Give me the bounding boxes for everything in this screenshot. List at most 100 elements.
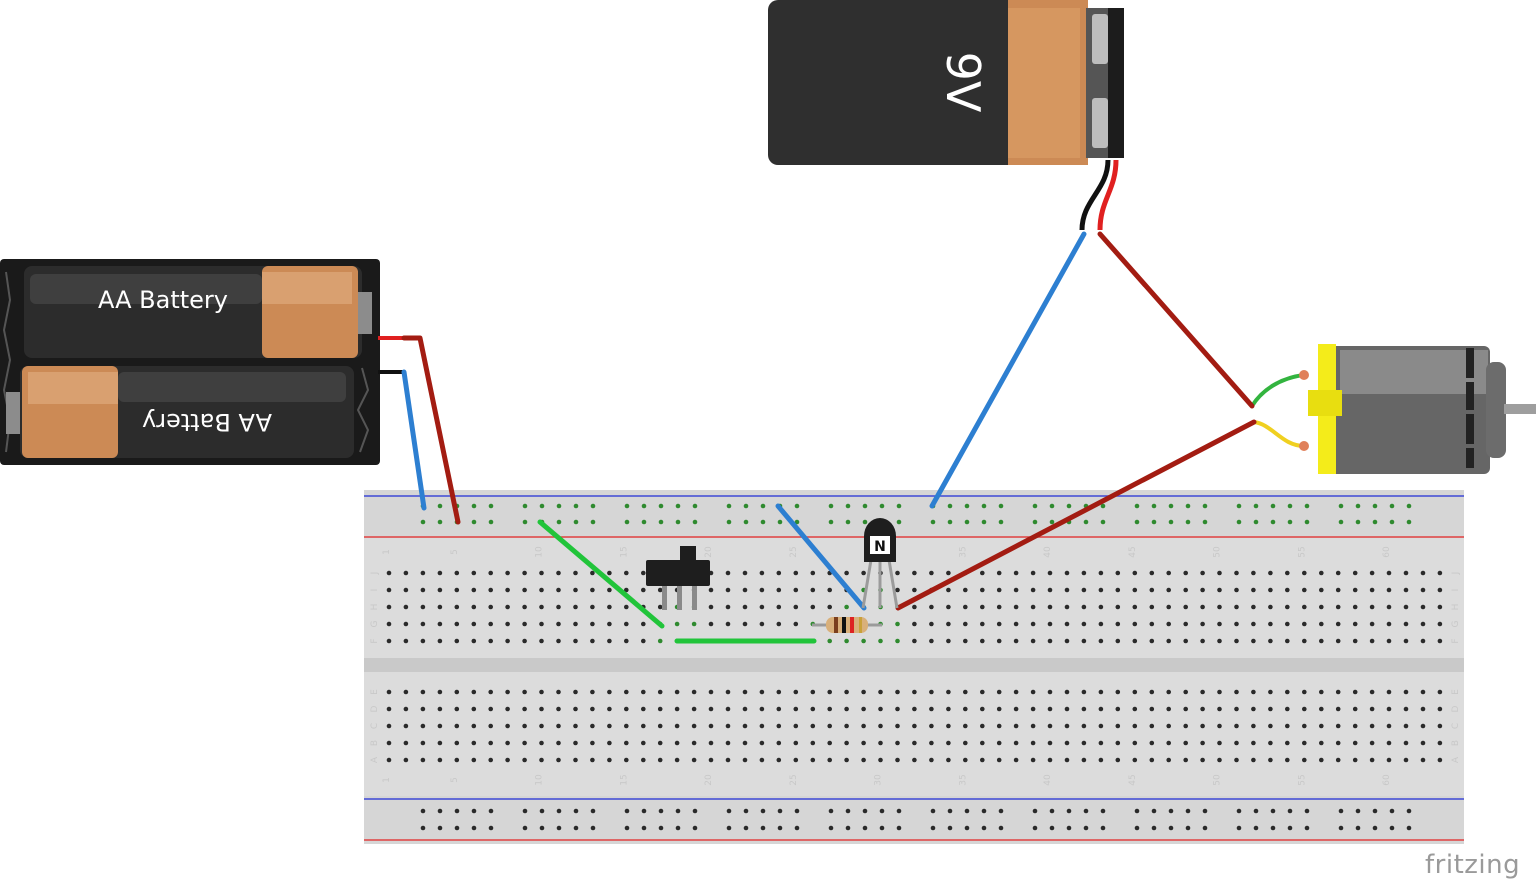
breadboard-hole[interactable] bbox=[1437, 706, 1443, 712]
breadboard-hole[interactable] bbox=[505, 740, 510, 746]
breadboard-hole[interactable] bbox=[759, 570, 765, 576]
breadboard-hole[interactable] bbox=[810, 723, 816, 729]
breadboard-hole[interactable] bbox=[1352, 706, 1358, 712]
breadboard-hole[interactable] bbox=[963, 587, 968, 593]
breadboard-hole[interactable] bbox=[437, 503, 443, 509]
breadboard-hole[interactable] bbox=[1132, 689, 1138, 695]
breadboard-hole[interactable] bbox=[539, 604, 544, 610]
breadboard-hole[interactable] bbox=[539, 587, 544, 593]
breadboard-hole[interactable] bbox=[505, 757, 510, 763]
breadboard-hole[interactable] bbox=[844, 706, 849, 712]
breadboard-hole[interactable] bbox=[1013, 587, 1019, 593]
slide-switch[interactable] bbox=[646, 546, 710, 610]
breadboard-hole[interactable] bbox=[1168, 503, 1174, 509]
breadboard-hole[interactable] bbox=[845, 503, 851, 509]
breadboard-hole[interactable] bbox=[1081, 570, 1087, 576]
breadboard-hole[interactable] bbox=[437, 638, 443, 644]
breadboard-hole[interactable] bbox=[573, 638, 578, 644]
breadboard-hole[interactable] bbox=[1302, 723, 1307, 729]
breadboard-hole[interactable] bbox=[726, 825, 732, 831]
breadboard-hole[interactable] bbox=[742, 706, 748, 712]
breadboard-hole[interactable] bbox=[1335, 689, 1341, 695]
breadboard-hole[interactable] bbox=[1319, 621, 1324, 627]
breadboard-hole[interactable] bbox=[1217, 587, 1222, 593]
breadboard-hole[interactable] bbox=[1268, 570, 1273, 576]
breadboard-hole[interactable] bbox=[1268, 621, 1273, 627]
breadboard-hole[interactable] bbox=[1183, 689, 1188, 695]
breadboard-hole[interactable] bbox=[1013, 621, 1019, 627]
breadboard-hole[interactable] bbox=[879, 503, 885, 509]
breadboard-hole[interactable] bbox=[1437, 723, 1443, 729]
breadboard-hole[interactable] bbox=[929, 706, 934, 712]
breadboard-hole[interactable] bbox=[912, 570, 917, 576]
breadboard-hole[interactable] bbox=[743, 808, 749, 814]
breadboard-hole[interactable] bbox=[861, 570, 866, 576]
breadboard-hole[interactable] bbox=[692, 825, 698, 831]
breadboard-hole[interactable] bbox=[1013, 570, 1019, 576]
breadboard-hole[interactable] bbox=[437, 825, 443, 831]
breadboard-hole[interactable] bbox=[674, 621, 680, 627]
breadboard-hole[interactable] bbox=[1285, 757, 1290, 763]
breadboard-hole[interactable] bbox=[607, 740, 612, 746]
breadboard-hole[interactable] bbox=[590, 706, 595, 712]
breadboard-hole[interactable] bbox=[1047, 570, 1053, 576]
breadboard-hole[interactable] bbox=[929, 638, 934, 644]
breadboard-hole[interactable] bbox=[556, 740, 561, 746]
breadboard-hole[interactable] bbox=[930, 519, 936, 525]
breadboard-hole[interactable] bbox=[454, 757, 460, 763]
breadboard-hole[interactable] bbox=[1372, 519, 1378, 525]
breadboard-hole[interactable] bbox=[471, 503, 477, 509]
breadboard-hole[interactable] bbox=[1369, 587, 1375, 593]
breadboard-hole[interactable] bbox=[1420, 638, 1426, 644]
breadboard-hole[interactable] bbox=[1185, 503, 1191, 509]
breadboard-hole[interactable] bbox=[759, 757, 765, 763]
breadboard-hole[interactable] bbox=[624, 689, 629, 695]
breadboard-hole[interactable] bbox=[1166, 587, 1171, 593]
breadboard-hole[interactable] bbox=[454, 570, 460, 576]
breadboard-hole[interactable] bbox=[1302, 706, 1307, 712]
breadboard-hole[interactable] bbox=[1115, 621, 1121, 627]
breadboard-hole[interactable] bbox=[1217, 706, 1222, 712]
breadboard-hole[interactable] bbox=[743, 519, 749, 525]
breadboard-hole[interactable] bbox=[1386, 638, 1392, 644]
breadboard-hole[interactable] bbox=[1253, 503, 1259, 509]
breadboard-hole[interactable] bbox=[505, 723, 510, 729]
breadboard-hole[interactable] bbox=[1268, 689, 1273, 695]
breadboard-hole[interactable] bbox=[556, 757, 561, 763]
breadboard-hole[interactable] bbox=[1166, 723, 1171, 729]
breadboard-hole[interactable] bbox=[1355, 808, 1361, 814]
breadboard-hole[interactable] bbox=[1217, 604, 1222, 610]
breadboard-hole[interactable] bbox=[1200, 689, 1205, 695]
breadboard-hole[interactable] bbox=[1013, 706, 1019, 712]
breadboard-hole[interactable] bbox=[675, 825, 681, 831]
breadboard-hole[interactable] bbox=[471, 723, 477, 729]
breadboard-hole[interactable] bbox=[1049, 825, 1055, 831]
breadboard-hole[interactable] bbox=[1352, 757, 1358, 763]
breadboard-hole[interactable] bbox=[573, 689, 578, 695]
breadboard-hole[interactable] bbox=[963, 621, 968, 627]
breadboard-hole[interactable] bbox=[1335, 740, 1341, 746]
aa-battery-pack[interactable]: AA Battery AA Battery bbox=[0, 259, 404, 465]
breadboard-hole[interactable] bbox=[1268, 723, 1273, 729]
breadboard-hole[interactable] bbox=[1132, 621, 1138, 627]
breadboard-hole[interactable] bbox=[1386, 706, 1392, 712]
breadboard-hole[interactable] bbox=[1047, 621, 1053, 627]
breadboard-hole[interactable] bbox=[828, 503, 834, 509]
breadboard-hole[interactable] bbox=[1251, 706, 1256, 712]
breadboard-hole[interactable] bbox=[1355, 825, 1361, 831]
breadboard-hole[interactable] bbox=[1234, 757, 1239, 763]
breadboard-hole[interactable] bbox=[759, 587, 765, 593]
breadboard-hole[interactable] bbox=[845, 825, 851, 831]
breadboard-hole[interactable] bbox=[946, 587, 951, 593]
breadboard-hole[interactable] bbox=[929, 757, 934, 763]
breadboard-hole[interactable] bbox=[1081, 621, 1087, 627]
breadboard-hole[interactable] bbox=[624, 825, 630, 831]
breadboard-hole[interactable] bbox=[1251, 570, 1256, 576]
breadboard-hole[interactable] bbox=[1251, 740, 1256, 746]
breadboard-hole[interactable] bbox=[454, 587, 460, 593]
breadboard-hole[interactable] bbox=[1304, 503, 1310, 509]
breadboard-hole[interactable] bbox=[657, 587, 663, 593]
breadboard-hole[interactable] bbox=[386, 604, 392, 610]
breadboard-hole[interactable] bbox=[590, 570, 595, 576]
breadboard-hole[interactable] bbox=[1183, 740, 1188, 746]
